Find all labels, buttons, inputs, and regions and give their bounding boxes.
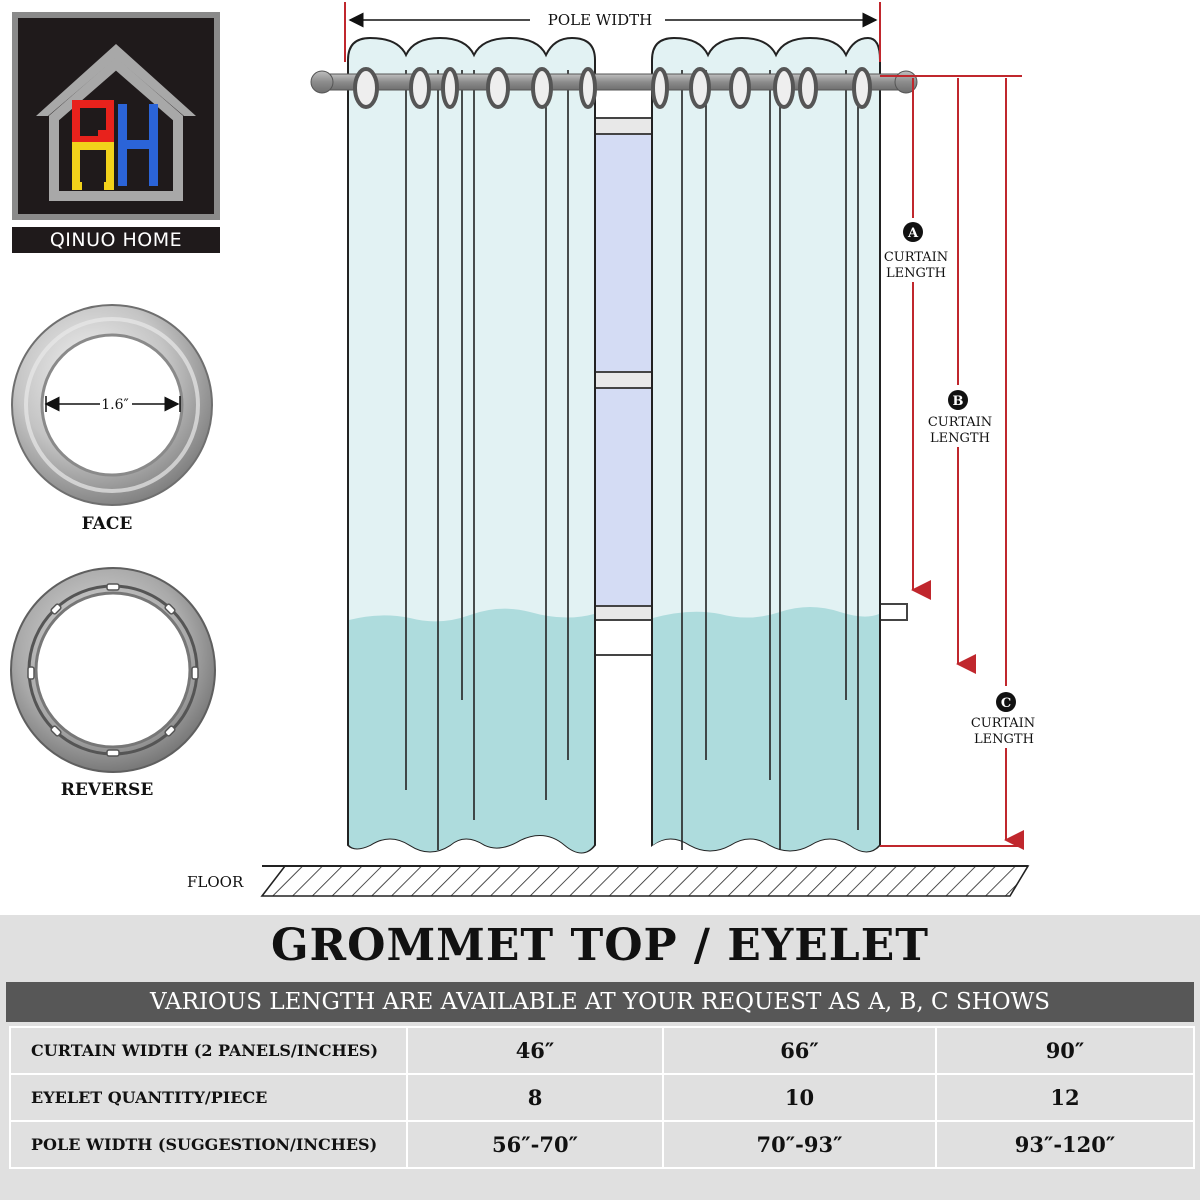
floor-label: FLOOR [187, 873, 244, 891]
measure-lines [880, 75, 1024, 850]
table-cell: 70″-93″ [662, 1120, 937, 1169]
table-cell: 56″-70″ [406, 1120, 664, 1169]
table-cell: 66″ [662, 1026, 937, 1075]
measure-a: A CURTAIN LENGTH [884, 222, 948, 281]
table-cell: 93″-120″ [935, 1120, 1195, 1169]
table-cell: 8 [406, 1073, 664, 1122]
curtain-left-panel [347, 36, 596, 854]
svg-text:CURTAIN: CURTAIN [884, 250, 948, 265]
table-cell: 46″ [406, 1026, 664, 1075]
svg-text:A: A [907, 226, 919, 241]
table-row: EYELET QUANTITY/PIECE 8 10 12 [9, 1073, 1195, 1122]
svg-text:CURTAIN: CURTAIN [971, 716, 1035, 731]
spec-table: CURTAIN WIDTH (2 PANELS/INCHES) 46″ 66″ … [9, 1026, 1195, 1169]
svg-text:CURTAIN: CURTAIN [928, 415, 992, 430]
svg-text:LENGTH: LENGTH [886, 266, 946, 281]
grommet-face-label: FACE [81, 514, 133, 534]
main-title: GROMMET TOP / EYELET [270, 920, 930, 971]
grommet-reverse-image [10, 567, 216, 773]
pole-width-indicator: POLE WIDTH [344, 2, 881, 62]
curtain-right-panel [651, 36, 881, 853]
row-label-pole-width: POLE WIDTH (SUGGESTION/INCHES) [9, 1120, 408, 1169]
row-label-curtain-width: CURTAIN WIDTH (2 PANELS/INCHES) [9, 1026, 408, 1075]
svg-text:C: C [1001, 696, 1011, 711]
brand-logo [12, 12, 220, 220]
table-cell: 90″ [935, 1026, 1195, 1075]
row-label-eyelet-quantity: EYELET QUANTITY/PIECE [9, 1073, 408, 1122]
table-cell: 12 [935, 1073, 1195, 1122]
brand-name: QINUO HOME [12, 227, 220, 253]
svg-text:LENGTH: LENGTH [974, 732, 1034, 747]
table-row: POLE WIDTH (SUGGESTION/INCHES) 56″-70″ 7… [9, 1120, 1195, 1169]
grommet-reverse-label: REVERSE [60, 780, 154, 800]
svg-text:B: B [953, 394, 964, 409]
rod-grommets [353, 67, 872, 109]
grommet-face-image: 1.6″ [11, 304, 213, 506]
floor: FLOOR [187, 865, 1030, 897]
grommet-diameter-label: 1.6″ [101, 397, 129, 413]
house-icon [36, 44, 196, 201]
subtitle-bar: VARIOUS LENGTH ARE AVAILABLE AT YOUR REQ… [6, 982, 1194, 1022]
pole-width-label: POLE WIDTH [548, 11, 653, 29]
table-cell: 10 [662, 1073, 937, 1122]
svg-text:LENGTH: LENGTH [930, 431, 990, 446]
measure-b: B CURTAIN LENGTH [928, 390, 992, 446]
curtain-diagram: POLE WIDTH A CURTAIN LENGTH B CURTAIN LE… [10, 2, 1035, 897]
curtain-rod [310, 70, 918, 94]
measure-c: C CURTAIN LENGTH [971, 692, 1035, 747]
table-row: CURTAIN WIDTH (2 PANELS/INCHES) 46″ 66″ … [9, 1026, 1195, 1075]
